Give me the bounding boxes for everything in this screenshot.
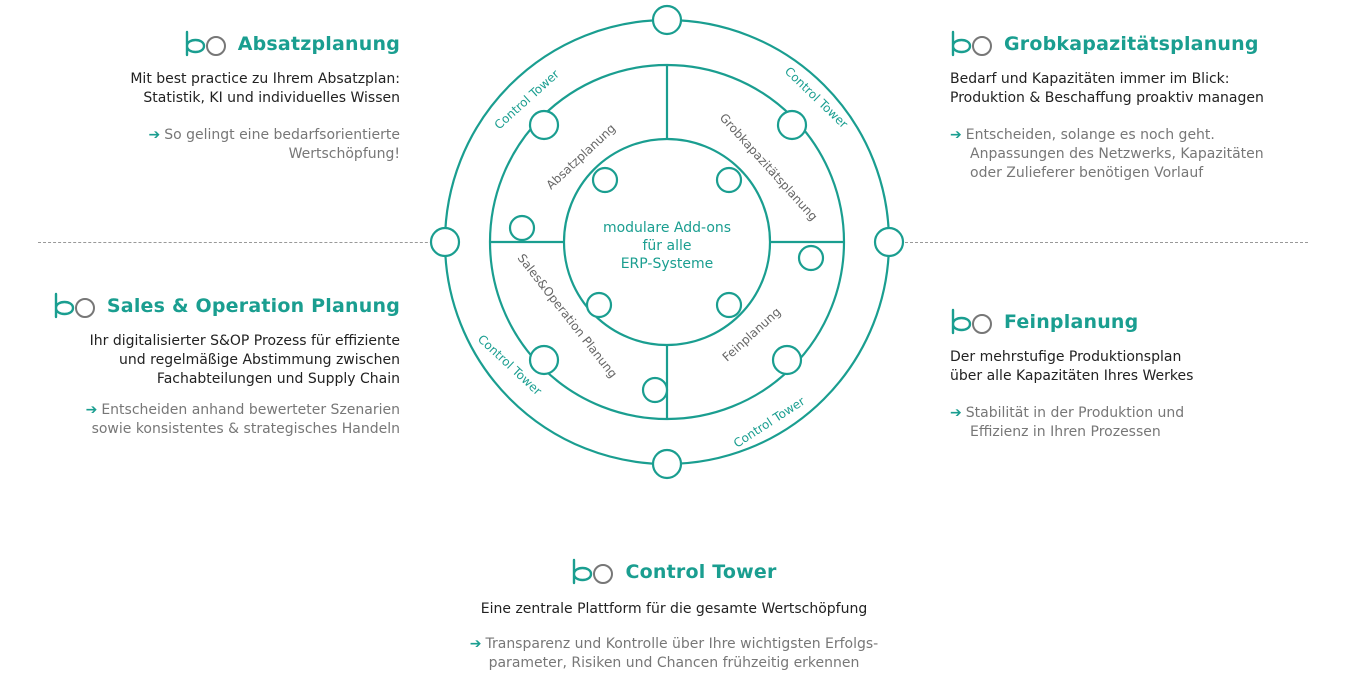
knob-div-right [797,244,825,272]
arrow-right-icon: ➔ [950,127,962,143]
knob-inner-bl [585,291,613,319]
knob-mid-tr [776,109,808,141]
puzzle-diagram: modulare Add-ons für alle ERP-Systeme Ab… [429,4,905,480]
fein-section: Feinplanung Der mehrstufige Produktionsp… [950,308,1345,442]
center-line-2: für alle [643,238,692,254]
tower-section: Control Tower Eine zentrale Plattform fü… [374,558,974,673]
sop-section: Sales & Operation Planung Ihr digitalisi… [0,292,400,439]
divider-left [38,242,458,243]
knob-outer-right [873,226,905,258]
absatz-title: Absatzplanung [237,33,400,55]
arrow-right-icon: ➔ [469,636,482,652]
sop-description: Ihr digitalisierter S&OP Prozess für eff… [89,333,400,387]
sop-title: Sales & Operation Planung [106,295,400,317]
grob-header: Grobkapazitätsplanung [950,30,1345,58]
grob-description: Bedarf und Kapazitäten immer im Blick: P… [950,71,1264,106]
grob-section: Grobkapazitätsplanung Bedarf und Kapazit… [950,30,1345,183]
center-line-1: modulare Add-ons [603,220,731,236]
arrow-right-icon: ➔ [85,402,98,418]
knob-div-bottom [641,376,669,404]
knob-div-left [508,214,536,242]
arrow-right-icon: ➔ [148,127,161,143]
grob-link[interactable]: ➔Entscheiden, solange es noch geht. Anpa… [950,127,1264,181]
knob-outer-left [429,226,461,258]
bo-logo-icon [573,558,614,585]
divider-right [890,242,1308,243]
knob-inner-tr [715,166,743,194]
grob-title: Grobkapazitätsplanung [1004,33,1259,55]
center-line-3: ERP-Systeme [621,256,714,272]
knob-inner-br [715,291,743,319]
knob-outer-bottom [651,448,683,480]
tower-link[interactable]: ➔Transparenz und Kontrolle über Ihre wic… [469,636,879,671]
fein-link[interactable]: ➔Stabilität in der Produktion und Effizi… [950,405,1185,440]
fein-header: Feinplanung [950,308,1345,336]
knob-mid-br [771,344,803,376]
knob-outer-top [651,4,683,36]
absatz-section: Absatzplanung Mit best practice zu Ihrem… [20,30,400,164]
fein-title: Feinplanung [1004,311,1139,333]
tower-title: Control Tower [625,561,777,583]
knob-mid-tl [528,109,560,141]
absatz-header: Absatzplanung [20,30,400,58]
knob-mid-bl [528,344,560,376]
fein-description: Der mehrstufige Produktionsplan über all… [950,349,1194,384]
sop-header: Sales & Operation Planung [0,292,400,320]
absatz-link[interactable]: ➔So gelingt eine bedarfsorientierte Wert… [148,127,400,162]
bo-logo-icon [185,30,226,57]
tower-header: Control Tower [374,558,974,586]
arrow-right-icon: ➔ [950,405,962,421]
bo-logo-icon [951,308,993,335]
knob-inner-tl [591,166,619,194]
bo-logo-icon [951,30,993,57]
sop-link[interactable]: ➔Entscheiden anhand bewerteter Szenarien… [85,402,400,437]
bo-logo-icon [54,292,96,319]
tower-description: Eine zentrale Plattform für die gesamte … [480,601,868,617]
absatz-description: Mit best practice zu Ihrem Absatzplan: S… [130,71,400,106]
